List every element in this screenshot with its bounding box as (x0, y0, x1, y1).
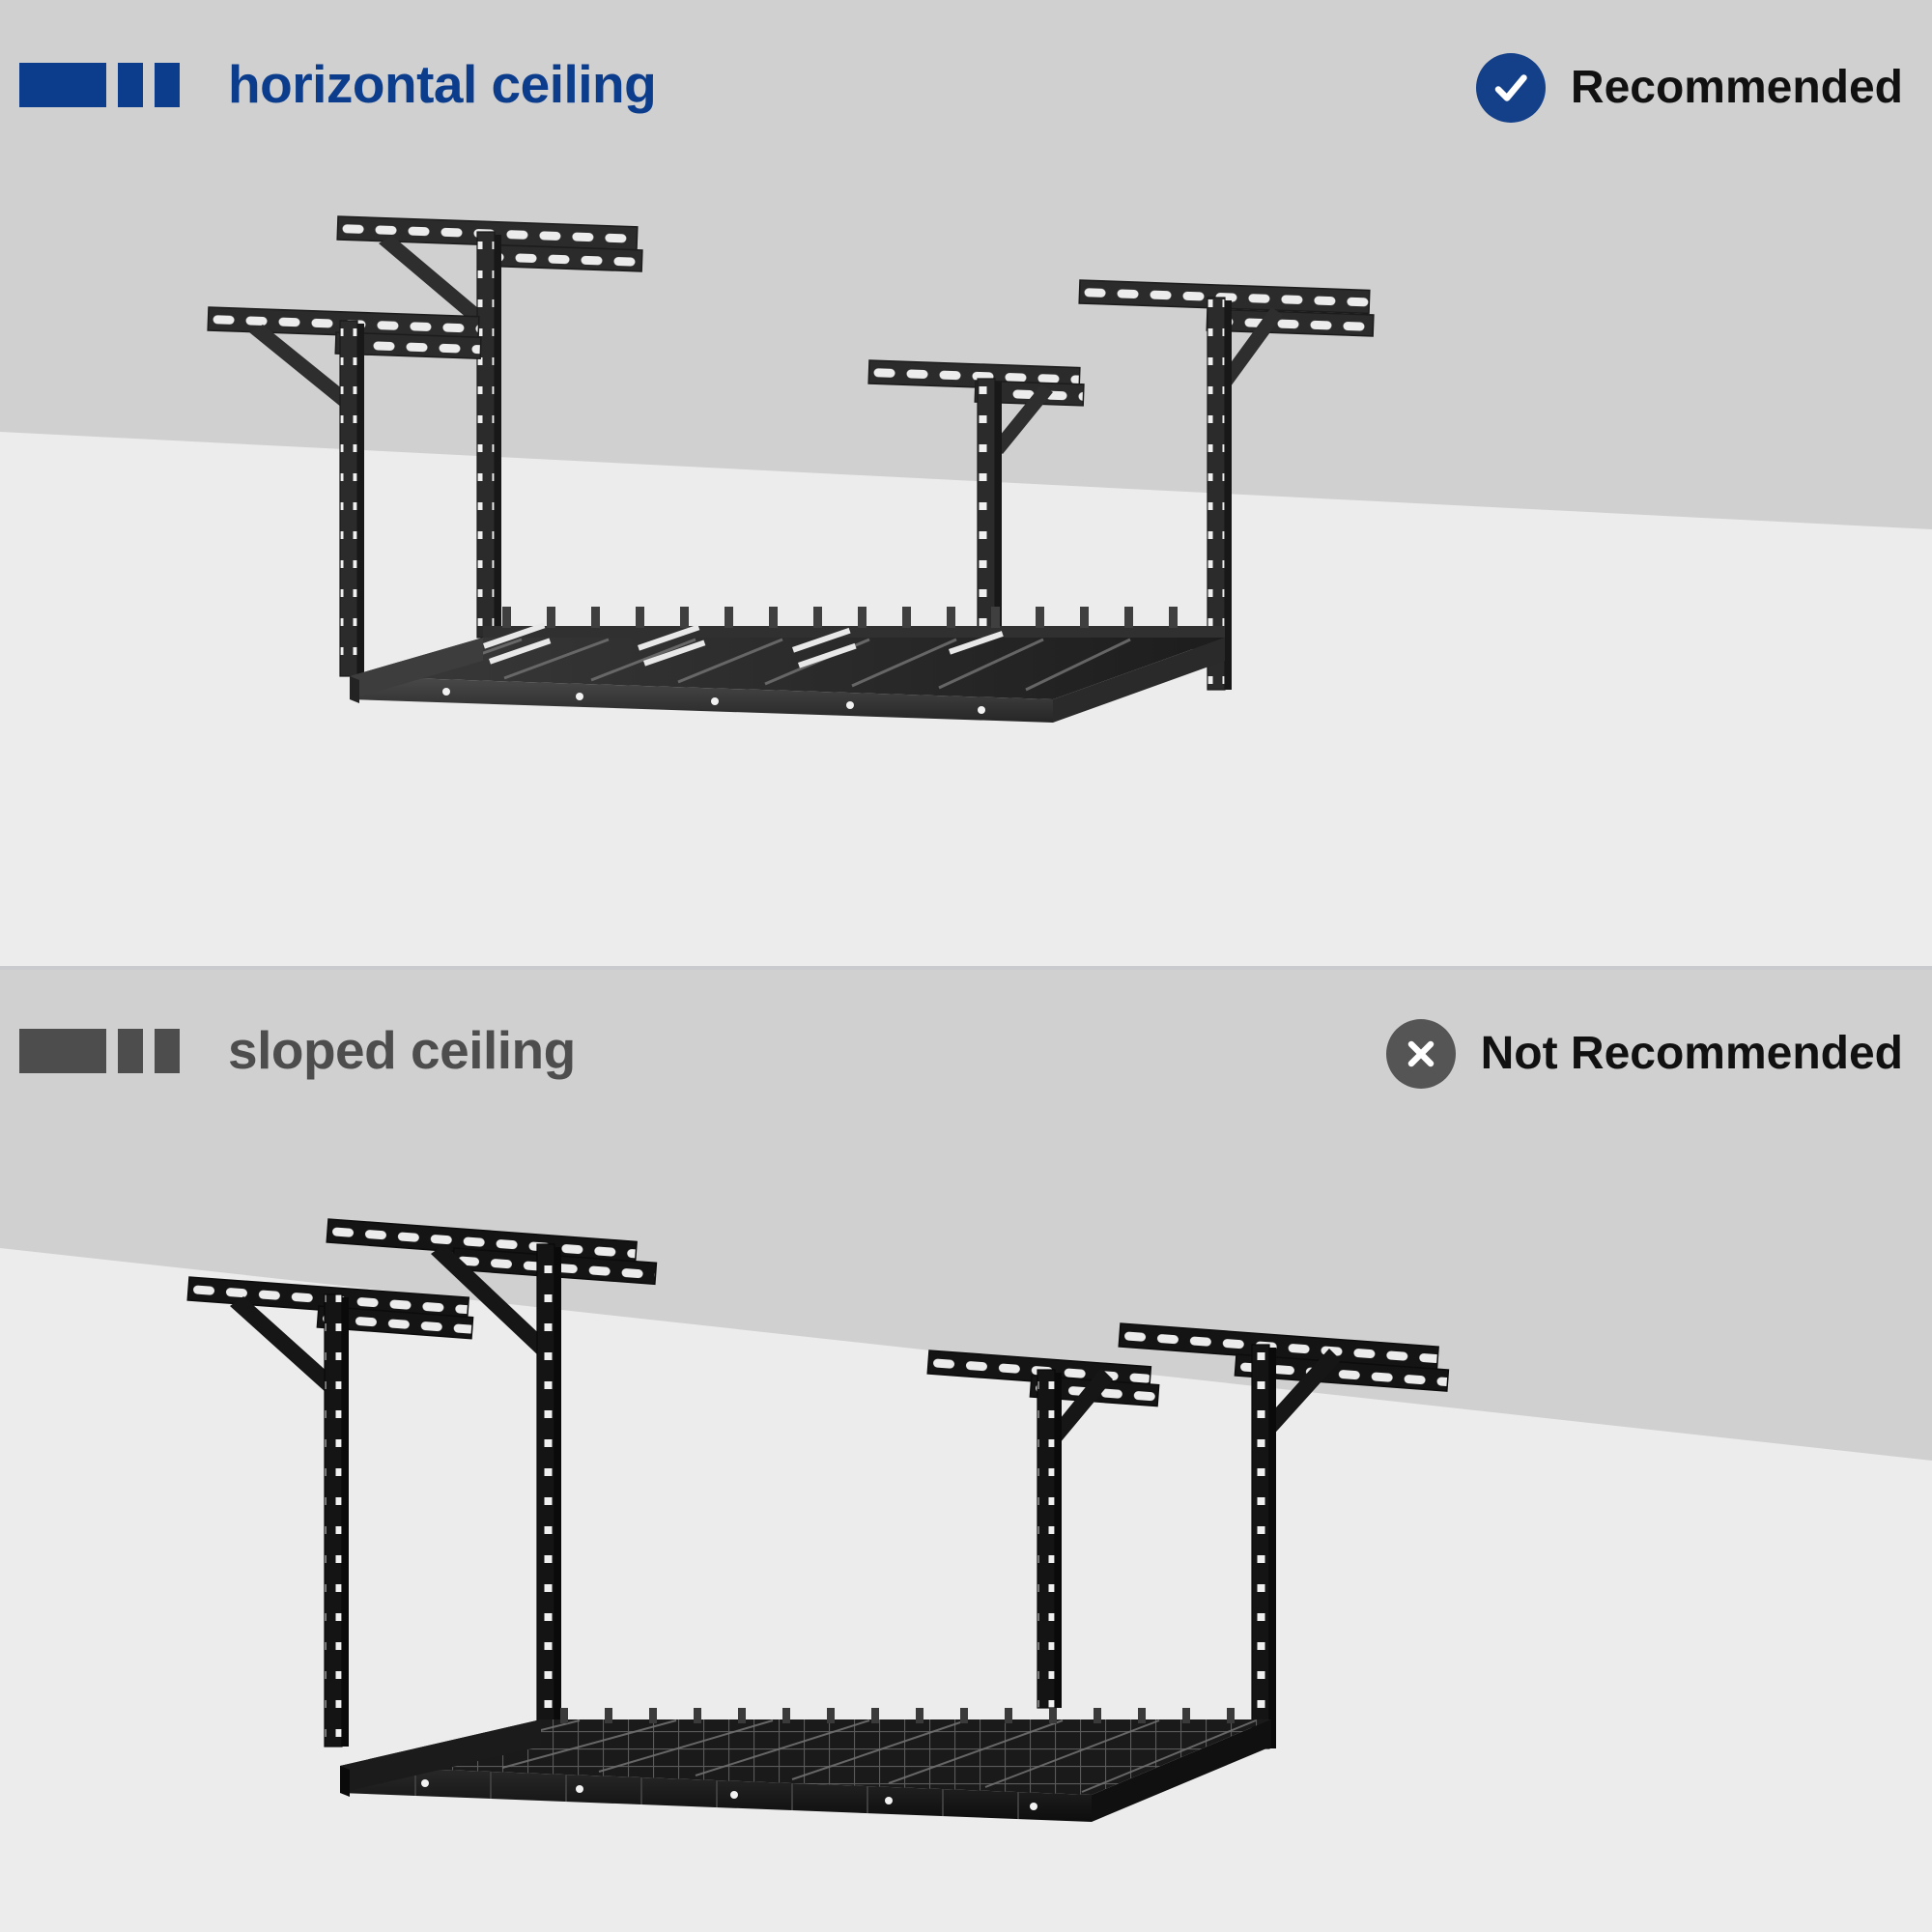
illustration-sloped-rack (0, 966, 1932, 1932)
header-horizontal: horizontal ceiling Recommended (0, 0, 1932, 184)
badge-recommended: Recommended (1475, 53, 1903, 123)
check-circle-icon (1475, 53, 1546, 123)
bracket-front-right-sloped (926, 1350, 1160, 1709)
bracket-rear-left-horizontal (336, 215, 643, 639)
header-left-horizontal: horizontal ceiling (19, 54, 657, 114)
panel-title-sloped: sloped ceiling (228, 1020, 576, 1080)
bar-mark-icon-blue (19, 62, 180, 107)
bar-mark-icon-gray (19, 1028, 180, 1073)
bracket-front-left-horizontal (207, 306, 482, 677)
rack-deck-horizontal (350, 607, 1225, 723)
panel-sloped-ceiling: sloped ceiling Not Recommended (0, 966, 1932, 1932)
bracket-front-right-horizontal (867, 359, 1085, 642)
badge-label-not-recommended: Not Recommended (1480, 1028, 1903, 1079)
badge-not-recommended: Not Recommended (1385, 1019, 1903, 1089)
bracket-rear-left-sloped (326, 1218, 658, 1740)
bracket-front-left-sloped (186, 1276, 474, 1747)
badge-label-recommended: Recommended (1570, 62, 1903, 113)
horizontal-rack-svg (0, 215, 1932, 966)
rack-deck-sloped (340, 1708, 1271, 1822)
header-left-sloped: sloped ceiling (19, 1024, 576, 1077)
panel-title-horizontal: horizontal ceiling (228, 54, 657, 114)
sloped-rack-svg (0, 1218, 1932, 1932)
header-sloped: sloped ceiling Not Recommended (0, 966, 1932, 1150)
x-circle-icon (1385, 1019, 1456, 1089)
panel-divider (0, 966, 1932, 970)
panel-horizontal-ceiling: horizontal ceiling Recommended (0, 0, 1932, 966)
illustration-horizontal-rack (0, 215, 1932, 966)
bracket-rear-right-horizontal (1078, 279, 1375, 691)
